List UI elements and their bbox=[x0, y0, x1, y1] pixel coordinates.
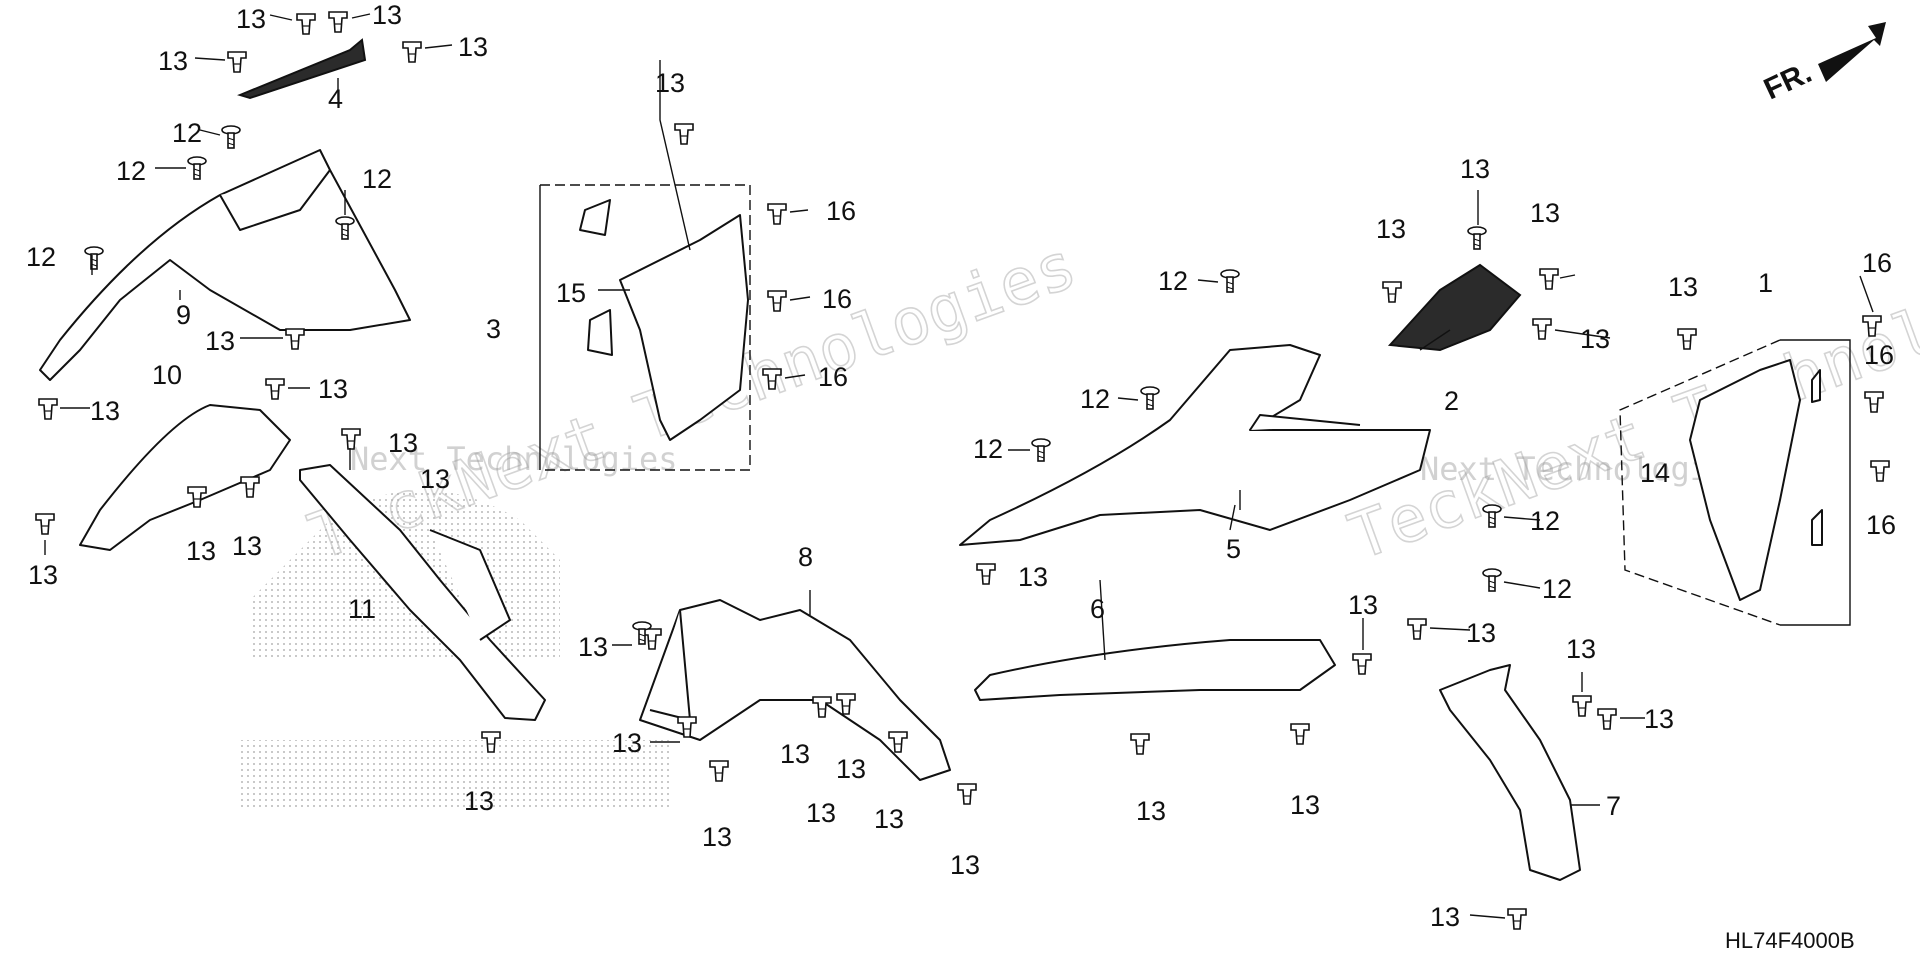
callout-2: 2 bbox=[1444, 386, 1459, 416]
callout-3: 3 bbox=[486, 314, 501, 344]
callout-9: 9 bbox=[176, 300, 191, 330]
callout-15: 15 bbox=[556, 278, 586, 308]
callout-13: 13 bbox=[950, 850, 980, 880]
callout-12: 12 bbox=[1158, 266, 1188, 296]
part-4-bracket bbox=[237, 38, 367, 100]
part-10-side-cover bbox=[79, 404, 291, 551]
callout-13: 13 bbox=[372, 0, 402, 30]
callout-12: 12 bbox=[116, 156, 146, 186]
part-3-assembly bbox=[539, 60, 751, 471]
svg-text:FR.: FR. bbox=[1759, 56, 1817, 106]
callout-labels: 13 13 13 13 4 12 12 12 12 9 13 10 13 13 … bbox=[26, 0, 1896, 932]
callout-16: 16 bbox=[1866, 510, 1896, 540]
callout-13: 13 bbox=[458, 32, 488, 62]
callout-12: 12 bbox=[1542, 574, 1572, 604]
callout-12: 12 bbox=[973, 434, 1003, 464]
front-direction-indicator: FR. bbox=[1759, 22, 1886, 106]
callout-13: 13 bbox=[158, 46, 188, 76]
callout-13: 13 bbox=[1644, 704, 1674, 734]
callout-13: 13 bbox=[1136, 796, 1166, 826]
callout-12: 12 bbox=[26, 242, 56, 272]
callout-13: 13 bbox=[806, 798, 836, 828]
callout-13: 13 bbox=[1668, 272, 1698, 302]
callout-12: 12 bbox=[362, 164, 392, 194]
callout-5: 5 bbox=[1226, 534, 1241, 564]
part-7-lower-cover bbox=[1439, 664, 1581, 881]
callout-13: 13 bbox=[420, 464, 450, 494]
callout-13: 13 bbox=[1376, 214, 1406, 244]
callout-13: 13 bbox=[1460, 154, 1490, 184]
part-2-grille bbox=[1387, 263, 1522, 352]
svg-text:Next Technologies: Next Technologies bbox=[350, 440, 678, 478]
part-6-lower-trim bbox=[974, 639, 1336, 701]
callout-13: 13 bbox=[836, 754, 866, 784]
callout-8: 8 bbox=[798, 542, 813, 572]
callout-12: 12 bbox=[172, 118, 202, 148]
front-arrow-icon bbox=[1818, 22, 1886, 82]
callout-13: 13 bbox=[1466, 618, 1496, 648]
callout-13: 13 bbox=[578, 632, 608, 662]
callout-13: 13 bbox=[464, 786, 494, 816]
callout-4: 4 bbox=[328, 84, 343, 114]
callout-16: 16 bbox=[1862, 248, 1892, 278]
callout-11: 11 bbox=[348, 594, 376, 624]
part-9-front-cover bbox=[39, 149, 411, 381]
callout-13: 13 bbox=[702, 822, 732, 852]
callout-12: 12 bbox=[1530, 506, 1560, 536]
part-1-assembly bbox=[1619, 339, 1851, 626]
callout-13: 13 bbox=[90, 396, 120, 426]
leader-lines bbox=[44, 13, 1874, 919]
callout-13: 13 bbox=[612, 728, 642, 758]
callout-13: 13 bbox=[1430, 902, 1460, 932]
callout-13: 13 bbox=[205, 326, 235, 356]
callout-13: 13 bbox=[1018, 562, 1048, 592]
diagram-code: HL74F4000B bbox=[1725, 928, 1855, 953]
callout-6: 6 bbox=[1090, 594, 1105, 624]
callout-13: 13 bbox=[780, 739, 810, 769]
callout-13: 13 bbox=[236, 4, 266, 34]
callout-13: 13 bbox=[1290, 790, 1320, 820]
callout-1: 1 bbox=[1758, 268, 1773, 298]
callout-13: 13 bbox=[1580, 324, 1610, 354]
callout-13: 13 bbox=[232, 531, 262, 561]
callout-12: 12 bbox=[1080, 384, 1110, 414]
callout-16: 16 bbox=[1864, 340, 1894, 370]
part-5-center-cowl bbox=[959, 344, 1431, 546]
callout-10: 10 bbox=[152, 360, 182, 390]
callout-14: 14 bbox=[1640, 458, 1670, 488]
callout-13: 13 bbox=[318, 374, 348, 404]
callout-13: 13 bbox=[1530, 198, 1560, 228]
svg-text:Next Technologies: Next Technologies bbox=[1420, 450, 1748, 488]
svg-text:TeckNext Technologies: TeckNext Technologies bbox=[1340, 229, 1920, 575]
callout-13: 13 bbox=[388, 428, 418, 458]
callout-13: 13 bbox=[28, 560, 58, 590]
callout-13: 13 bbox=[1348, 590, 1378, 620]
callout-16: 16 bbox=[822, 284, 852, 314]
callout-16: 16 bbox=[818, 362, 848, 392]
callout-7: 7 bbox=[1606, 791, 1621, 821]
callout-13: 13 bbox=[1566, 634, 1596, 664]
callout-13: 13 bbox=[186, 536, 216, 566]
callout-13: 13 bbox=[655, 68, 685, 98]
callout-16: 16 bbox=[826, 196, 856, 226]
part-11-rail bbox=[299, 464, 546, 721]
callout-13: 13 bbox=[874, 804, 904, 834]
